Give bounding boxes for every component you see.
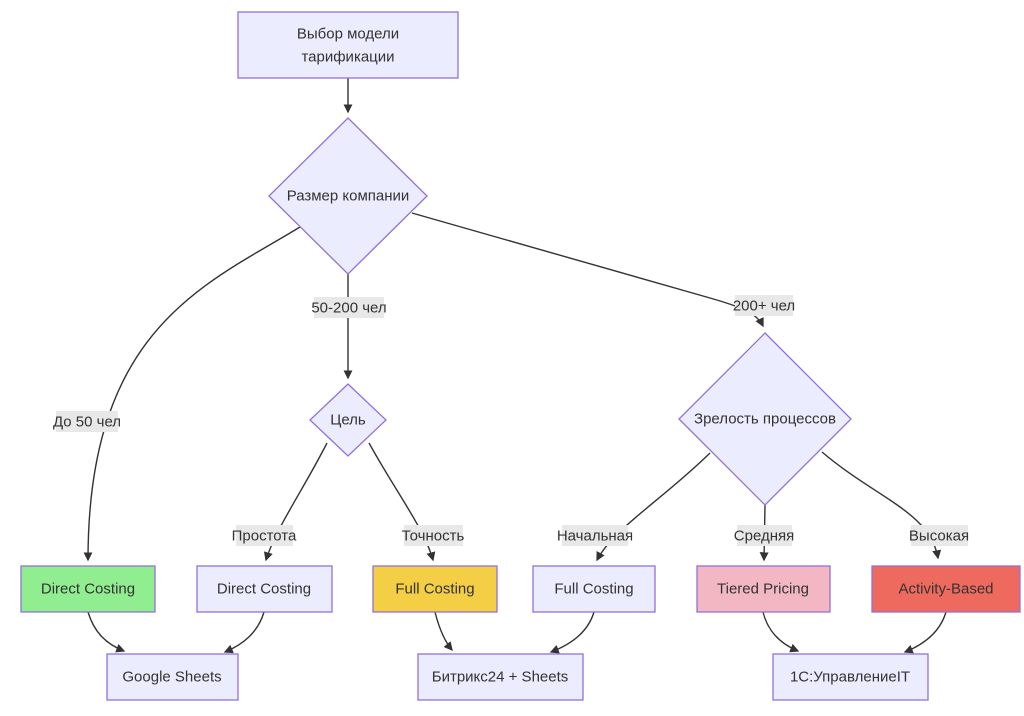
node-box: [871, 565, 1021, 613]
edge-label-bg: [737, 525, 792, 546]
edge-label-bg: [236, 525, 293, 546]
edge-label-text: 50-200 чел: [311, 300, 386, 317]
edge-label-simplicity: Простота: [232, 525, 297, 546]
node-box: [696, 565, 831, 613]
edge-label-text: До 50 чел: [53, 414, 121, 431]
node-label: Full Costing: [395, 581, 474, 598]
node-diamond: [268, 117, 428, 275]
edge-label-initial: Начальная: [557, 525, 633, 546]
edge-label-bg: [911, 525, 968, 546]
edge-label-bg: [404, 525, 463, 546]
node-box: [372, 565, 498, 613]
edge-direct-costing-small-to-sheets: [87, 611, 126, 653]
edge-activity-based-to-1c: [903, 611, 947, 654]
node-label: Full Costing: [554, 581, 633, 598]
edge-maturity-to-full-costing-initial: [596, 452, 711, 562]
node-label: Activity-Based: [898, 581, 993, 598]
node-label: Цель: [330, 412, 366, 429]
node-label-line1: Выбор модели: [297, 26, 399, 43]
decision-process-maturity: Зрелость процессов: [678, 332, 852, 506]
edge-label-50-200: 50-200 чел: [311, 297, 387, 318]
edge-label-text: Точность: [402, 528, 465, 545]
node-label-line2: тарификации: [301, 49, 394, 66]
node-tool-1c-upravlenie-it: 1С:УправлениеIT: [772, 653, 929, 701]
node-diamond: [678, 332, 852, 506]
node-direct-costing-small: Direct Costing: [20, 565, 156, 613]
edge-label-up-to-50: До 50 чел: [53, 411, 121, 432]
edge-label-text: Высокая: [909, 528, 969, 545]
edge-full-costing-accuracy-to-bitrix: [434, 611, 453, 652]
edge-label-text: 200+ чел: [733, 298, 795, 315]
edge-labels: До 50 чел 50-200 чел 200+ чел Простота Т…: [53, 295, 969, 546]
edge-label-text: Простота: [232, 528, 297, 545]
edge-label-text: Начальная: [557, 528, 633, 545]
node-label: 1С:УправлениеIT: [790, 669, 910, 686]
node-box: [417, 653, 584, 701]
node-tool-google-sheets: Google Sheets: [106, 653, 239, 701]
node-direct-costing-simple: Direct Costing: [196, 565, 333, 613]
node-label: Google Sheets: [122, 669, 221, 686]
node-box: [532, 565, 656, 613]
node-box: [20, 565, 156, 613]
node-box: [237, 11, 459, 79]
edge-label-high: Высокая: [909, 525, 969, 546]
node-tool-bitrix24-sheets: Битрикс24 + Sheets: [417, 653, 584, 701]
edge-label-medium: Средняя: [734, 525, 794, 546]
edge-label-bg: [562, 525, 628, 546]
node-box: [196, 565, 333, 613]
node-activity-based: Activity-Based: [871, 565, 1021, 613]
edge-full-costing-initial-to-bitrix: [549, 611, 595, 654]
edge-goal-to-full-costing-accuracy: [368, 442, 436, 562]
node-label: Зрелость процессов: [694, 411, 836, 428]
edge-label-bg: [314, 297, 384, 318]
node-box: [106, 653, 239, 701]
node-label: Direct Costing: [217, 581, 311, 598]
decision-goal: Цель: [309, 383, 387, 457]
edge-direct-costing-simple-to-sheets: [223, 611, 265, 654]
edge-label-bg: [735, 295, 793, 316]
node-label: Tiered Pricing: [717, 581, 809, 598]
node-full-costing-initial: Full Costing: [532, 565, 656, 613]
node-full-costing-accuracy: Full Costing: [372, 565, 498, 613]
edge-goal-to-direct-costing-simple: [263, 442, 328, 562]
edge-tiered-to-1c: [762, 611, 800, 653]
edge-label-bg: [56, 411, 118, 432]
node-tiered-pricing: Tiered Pricing: [696, 565, 831, 613]
edge-label-accuracy: Точность: [402, 525, 465, 546]
edges: [83, 78, 947, 654]
edge-label-200-plus: 200+ чел: [733, 295, 795, 316]
node-box: [772, 653, 929, 701]
nodes: Выбор модели тарификации Размер компании…: [20, 11, 1021, 701]
decision-company-size: Размер компании: [268, 117, 428, 275]
node-start: Выбор модели тарификации: [237, 11, 459, 79]
node-label: Битрикс24 + Sheets: [432, 669, 569, 686]
node-diamond: [309, 383, 387, 457]
edge-size-to-maturity: [411, 212, 764, 328]
edge-size-to-direct-costing-small: [83, 226, 301, 562]
edge-label-text: Средняя: [734, 528, 794, 545]
node-label: Размер компании: [287, 188, 410, 205]
node-label: Direct Costing: [41, 581, 135, 598]
